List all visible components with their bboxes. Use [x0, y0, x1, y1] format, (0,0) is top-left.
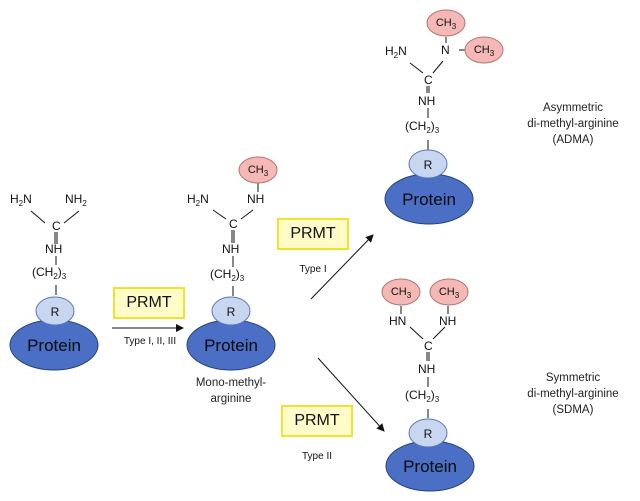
prmt-box-all-types: PRMT: [113, 287, 185, 319]
methyl-ellipse-sdma-left: [381, 278, 421, 306]
atom-mono-h2n: H2N: [187, 192, 209, 208]
atom-adma-n: N: [441, 43, 450, 57]
methyl-ellipse-sdma-right: [429, 278, 469, 306]
methyl-label-mono: CH3: [247, 164, 269, 178]
atom-mono-ch2-chain: (CH2)3: [210, 267, 245, 283]
r-ellipse-4: [408, 418, 448, 448]
prmt-type-2-caption: Type II: [301, 451, 332, 462]
r-label-1: R: [50, 305, 60, 319]
methyl-label-adma-top: CH3: [435, 17, 457, 31]
atom-mono-nh: NH: [247, 192, 265, 206]
protein-label-2: Protein: [204, 336, 258, 355]
atom-sdma-nh-lower: NH: [418, 362, 436, 376]
atom-h2n: H2N: [10, 192, 32, 208]
prmt-type-1-caption: Type I: [299, 264, 327, 275]
sdma-label: Symmetric di-methyl-arginine (SDMA): [527, 372, 619, 416]
atom-sdma-c: C: [424, 339, 433, 353]
atom-adma-h2n: H2N: [385, 44, 407, 60]
r-label-2: R: [226, 305, 236, 319]
methyl-ellipse-adma-right: [464, 36, 504, 64]
protein-label-1: Protein: [27, 336, 81, 355]
methyl-label-sdma-right: CH3: [438, 286, 460, 300]
atom-nh2: NH2: [65, 192, 87, 208]
atom-adma-ch2-chain: (CH2)3: [405, 119, 440, 135]
prmt-box-type-2: PRMT: [281, 405, 353, 437]
atom-sdma-nh: NH: [439, 314, 457, 328]
atom-sdma-ch2-chain: (CH2)3: [405, 388, 440, 404]
atom-c: C: [52, 219, 61, 233]
methyl-label-sdma-left: CH3: [390, 286, 412, 300]
r-label-4: R: [423, 427, 433, 441]
r-ellipse-2: [211, 296, 251, 326]
atom-mono-nh-lower: NH: [222, 242, 240, 256]
adma-label: Asymmetric di-methyl-arginine (ADMA): [527, 102, 619, 146]
methyl-label-adma-right: CH3: [473, 44, 495, 58]
atom-nh: NH: [45, 242, 63, 256]
atom-adma-nh: NH: [418, 94, 436, 108]
methyl-ellipse-mono: [238, 156, 278, 184]
methyl-ellipse-adma-top: [426, 9, 466, 37]
atom-sdma-hn: HN: [389, 314, 407, 328]
r-label-3: R: [423, 158, 433, 172]
mono-methyl-arginine-label: Mono-methyl- arginine: [195, 377, 267, 405]
atom-ch2-chain: (CH2)3: [32, 265, 67, 281]
protein-label-4: Protein: [403, 457, 457, 476]
atom-adma-c: C: [424, 73, 433, 87]
prmt-type-all-caption: Type I, II, III: [123, 336, 177, 347]
prmt-box-type-1: PRMT: [277, 218, 349, 250]
r-ellipse-1: [35, 296, 75, 326]
atom-mono-c: C: [229, 217, 238, 231]
protein-label-3: Protein: [402, 190, 456, 209]
r-ellipse-3: [408, 149, 448, 179]
